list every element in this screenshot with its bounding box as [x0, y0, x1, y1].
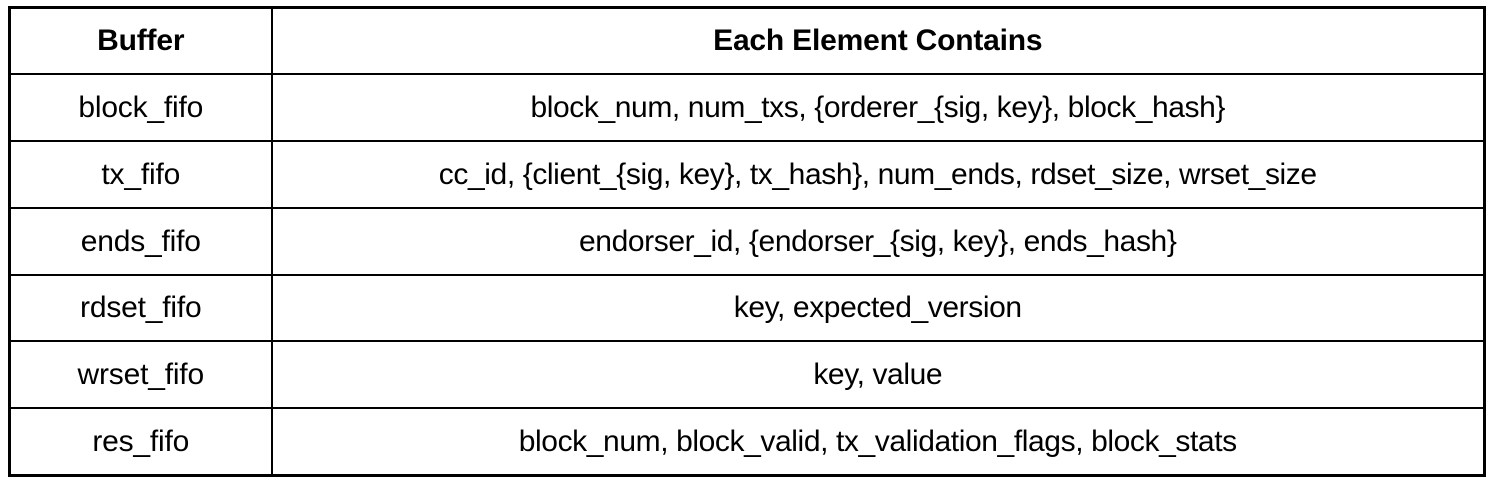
- table-body: block_fifo block_num, num_txs, {orderer_…: [8, 73, 1486, 477]
- cell-buffer-name: ends_fifo: [8, 206, 273, 276]
- cell-buffer-name: wrset_fifo: [8, 340, 273, 410]
- cell-buffer-name: tx_fifo: [8, 140, 273, 209]
- cell-element-contents: endorser_id, {endorser_{sig, key}, ends_…: [270, 206, 1486, 276]
- cell-buffer-name: rdset_fifo: [8, 273, 273, 343]
- table-row: tx_fifo cc_id, {client_{sig, key}, tx_ha…: [8, 140, 1486, 209]
- table-row: rdset_fifo key, expected_version: [8, 273, 1486, 343]
- column-header-buffer: Buffer: [8, 6, 273, 76]
- cell-element-contents: block_num, block_valid, tx_validation_fl…: [270, 407, 1486, 477]
- cell-buffer-name: block_fifo: [8, 73, 273, 143]
- cell-buffer-name: res_fifo: [8, 407, 273, 477]
- cell-element-contents: cc_id, {client_{sig, key}, tx_hash}, num…: [270, 140, 1486, 209]
- cell-element-contents: block_num, num_txs, {orderer_{sig, key},…: [270, 73, 1486, 143]
- table-row: res_fifo block_num, block_valid, tx_vali…: [8, 407, 1486, 477]
- table-row: ends_fifo endorser_id, {endorser_{sig, k…: [8, 206, 1486, 276]
- column-header-contents: Each Element Contains: [270, 6, 1486, 76]
- buffer-contents-table: Buffer Each Element Contains block_fifo …: [8, 6, 1486, 477]
- cell-element-contents: key, expected_version: [270, 273, 1486, 343]
- buffer-table-container: Buffer Each Element Contains block_fifo …: [8, 6, 1486, 477]
- table-row: wrset_fifo key, value: [8, 340, 1486, 410]
- table-row: block_fifo block_num, num_txs, {orderer_…: [8, 73, 1486, 143]
- table-header: Buffer Each Element Contains: [8, 6, 1486, 76]
- cell-element-contents: key, value: [270, 340, 1486, 410]
- table-header-row: Buffer Each Element Contains: [8, 6, 1486, 76]
